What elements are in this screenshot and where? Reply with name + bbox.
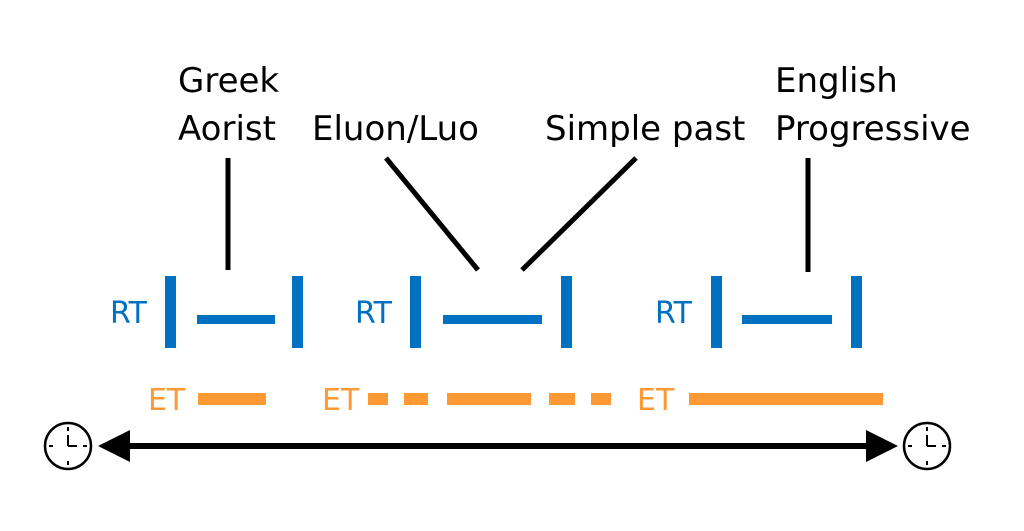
label-simple-past: Simple past: [545, 109, 745, 149]
label-greek-line2: Aorist: [178, 109, 276, 149]
rt-bracket-left-2: [410, 276, 421, 348]
et-span-1: [198, 393, 266, 405]
et-label-3: ET: [637, 383, 675, 418]
et-dash-3: [447, 393, 531, 405]
et-dash-5: [591, 393, 611, 405]
pointer-simple-past: [520, 156, 638, 272]
et-label-2: ET: [322, 383, 360, 418]
rt-span-3: [742, 315, 832, 324]
et-dash-2: [404, 393, 428, 405]
rt-span-1: [197, 315, 275, 324]
arrowhead-left: [98, 430, 130, 462]
label-eluon-luo: Eluon/Luo: [312, 109, 479, 149]
rt-bracket-right-1: [292, 276, 303, 348]
rt-bracket-right-2: [561, 276, 572, 348]
rt-span-2: [443, 315, 542, 324]
rt-bracket-left-1: [165, 276, 176, 348]
et-dash-4: [549, 393, 575, 405]
clock-icon: [43, 421, 93, 471]
et-label-1: ET: [148, 383, 186, 418]
rt-bracket-right-3: [851, 276, 862, 348]
label-greek-line1: Greek: [178, 61, 279, 101]
timeline-arrow: [98, 430, 898, 462]
pointer-eluon: [384, 156, 480, 272]
et-dash-1: [368, 393, 388, 405]
et-span-3: [689, 393, 883, 405]
rt-label-1: RT: [110, 296, 148, 331]
rt-label-2: RT: [355, 296, 393, 331]
arrowhead-right: [866, 430, 898, 462]
label-english-line1: English: [775, 61, 898, 101]
label-english-line2: Progressive: [775, 109, 971, 149]
clock-icon: [902, 421, 952, 471]
rt-bracket-left-3: [711, 276, 722, 348]
rt-label-3: RT: [655, 296, 693, 331]
